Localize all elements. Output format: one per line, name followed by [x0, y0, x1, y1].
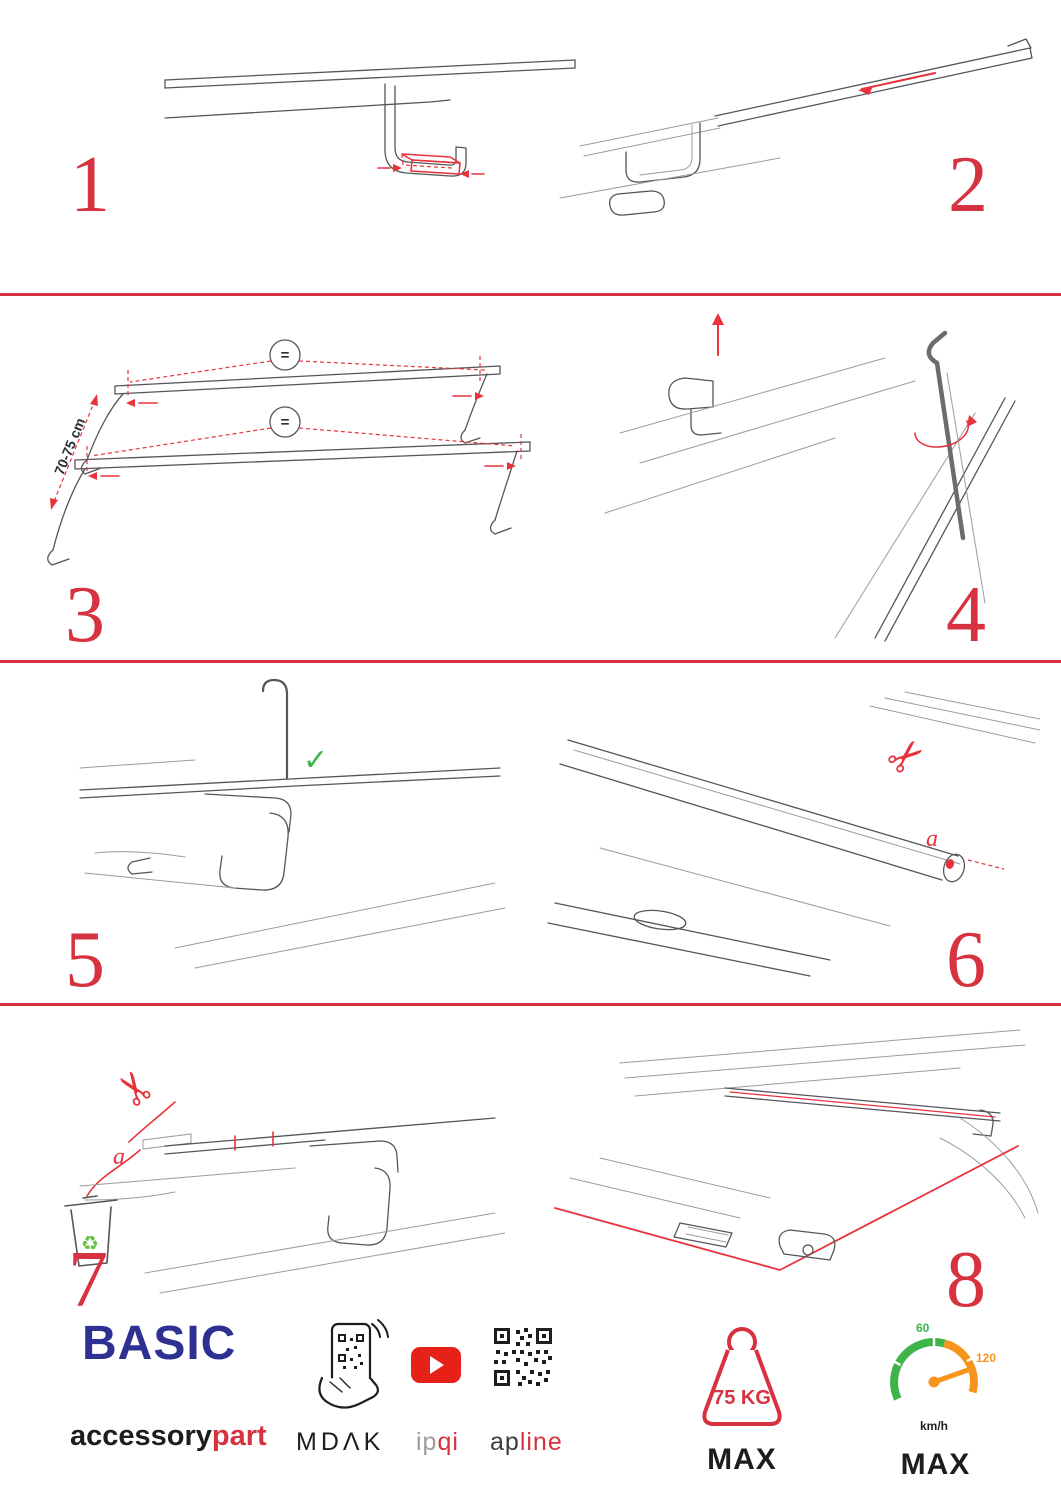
step-5-illustration: ✓: [79, 678, 506, 969]
step-1-illustration: [164, 59, 576, 178]
scissors-icon: ✂: [104, 1057, 167, 1116]
section-divider: [0, 293, 1061, 296]
logo-ipqi-left: ip: [416, 1428, 438, 1456]
step-8-illustration: [554, 1029, 1039, 1271]
equals-badge: =: [281, 347, 290, 364]
logo-apline-right: line: [519, 1428, 563, 1456]
equals-badge: =: [281, 414, 290, 431]
logo-ipqi-right: qi: [437, 1428, 459, 1456]
logo-apline: apline: [490, 1428, 563, 1457]
cut-label-a: a: [113, 1144, 125, 1170]
step-number-2: 2: [948, 141, 988, 229]
step-number-6: 6: [946, 916, 986, 1004]
speed-max-label: MAX: [900, 1448, 971, 1481]
weight-max-label: MAX: [707, 1443, 777, 1476]
distance-label: 70-75 cm: [51, 416, 88, 478]
step-4-illustration: [604, 313, 1016, 642]
step-number-8: 8: [946, 1236, 986, 1324]
scissors-icon: ✂: [876, 726, 937, 789]
section-divider: [0, 1003, 1061, 1006]
logo-ipqi: ipqi: [416, 1428, 459, 1457]
cut-label-a: a: [926, 826, 938, 852]
phone-qr-icon: [318, 1319, 389, 1409]
brand-tagline-left: accessory: [70, 1420, 212, 1452]
step-6-illustration: ✂ a: [547, 691, 1040, 977]
speed-unit-label: km/h: [920, 1419, 948, 1433]
qr-code-icon: [494, 1328, 552, 1386]
logo-mdak: MDΛK: [296, 1428, 385, 1456]
step-number-1: 1: [70, 141, 110, 229]
section-divider: [0, 660, 1061, 663]
recycle-icon: ♻: [81, 1231, 99, 1255]
step-7-illustration: ✂ a ♻: [64, 1057, 505, 1294]
step-number-7: 7: [68, 1236, 108, 1324]
brand-tagline: accessorypart: [70, 1420, 267, 1453]
step-number-3: 3: [65, 571, 105, 659]
brand-tagline-right: part: [211, 1420, 267, 1452]
weight-limit-icon: 75 KG: [702, 1327, 782, 1426]
step-2-illustration: [559, 38, 1033, 216]
check-icon: ✓: [303, 743, 328, 778]
gauge-high-label: 120: [976, 1351, 996, 1365]
step-number-4: 4: [946, 571, 986, 659]
youtube-icon: [411, 1347, 461, 1383]
brand-logo: BASIC: [82, 1317, 237, 1370]
step-number-5: 5: [65, 916, 105, 1004]
gauge-low-label: 60: [916, 1321, 930, 1335]
weight-value: 75 KG: [713, 1387, 771, 1409]
speedometer-icon: 60 120 km/h: [890, 1321, 996, 1433]
logo-apline-left: ap: [490, 1428, 520, 1456]
step-3-illustration: = = 70-75 cm: [47, 339, 531, 566]
